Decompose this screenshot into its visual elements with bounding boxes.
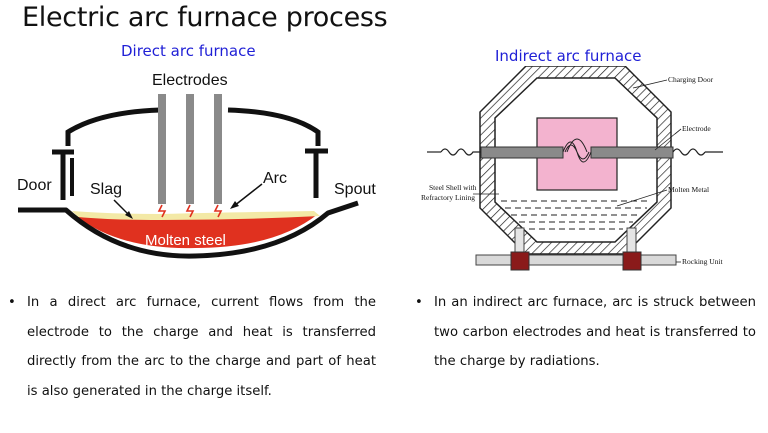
furnace-hearth-outline	[18, 200, 359, 259]
label-electrode: Electrode	[682, 124, 711, 133]
arc-spark-2	[185, 204, 195, 218]
label-electrodes: Electrodes	[152, 72, 228, 89]
label-slag: Slag	[90, 181, 122, 198]
electrode-left	[480, 146, 564, 159]
bullet-symbol: •	[415, 295, 423, 310]
label-arc: Arc	[263, 170, 287, 187]
arc-spark-1	[157, 204, 167, 218]
direct-arc-text: In a direct arc furnace, current flows f…	[27, 295, 376, 399]
slag-layer	[72, 211, 320, 220]
right-coil	[672, 148, 706, 156]
furnace-roof-right	[227, 107, 321, 146]
furnace-roof-left	[65, 107, 161, 146]
rocking-block-right	[622, 251, 642, 271]
label-steel-shell-2: Refractory Lining	[421, 193, 475, 202]
electrode-2	[186, 94, 194, 204]
label-door: Door	[17, 177, 52, 194]
label-spout: Spout	[334, 181, 376, 198]
slag-arrowhead	[125, 211, 133, 219]
label-charging-door: Charging Door	[668, 75, 714, 84]
arc-between-electrodes	[562, 138, 592, 163]
indirect-arc-description: • In an indirect arc furnace, arc is str…	[413, 288, 756, 377]
bullet-symbol: •	[8, 295, 16, 310]
electrode-1	[158, 94, 166, 204]
electrode-3	[214, 94, 222, 204]
indirect-arc-furnace-diagram: Charging Door Electrode Steel Shell with…	[421, 66, 724, 271]
label-molten-metal: Molten Metal	[668, 185, 709, 194]
direct-arc-furnace-diagram: Electrodes Door Slag Arc Spout Molten st…	[17, 72, 376, 259]
leader-charging-door	[632, 79, 668, 89]
direct-arc-description: • In a direct arc furnace, current flows…	[6, 288, 376, 406]
label-rocking-unit: Rocking Unit	[682, 257, 724, 266]
label-steel-shell-1: Steel Shell with	[429, 183, 477, 192]
left-coil	[440, 148, 481, 156]
indirect-arc-text: In an indirect arc furnace, arc is struc…	[434, 295, 756, 369]
page-title: Electric arc furnace process	[22, 2, 388, 33]
arc-arrowhead	[230, 201, 239, 209]
rocking-base	[475, 254, 677, 266]
molten-metal	[501, 200, 651, 230]
rocking-block-left	[510, 251, 530, 271]
label-molten-steel: Molten steel	[145, 232, 226, 249]
indirect-arc-subtitle: Indirect arc furnace	[495, 47, 642, 65]
arc-arrow	[233, 183, 263, 207]
electrode-right	[590, 146, 674, 159]
leader-molten-metal	[616, 189, 668, 207]
leader-electrode-2	[654, 128, 682, 151]
molten-steel-pool	[76, 214, 318, 249]
direct-arc-subtitle: Direct arc furnace	[121, 42, 256, 60]
arc-spark-3	[213, 204, 223, 218]
